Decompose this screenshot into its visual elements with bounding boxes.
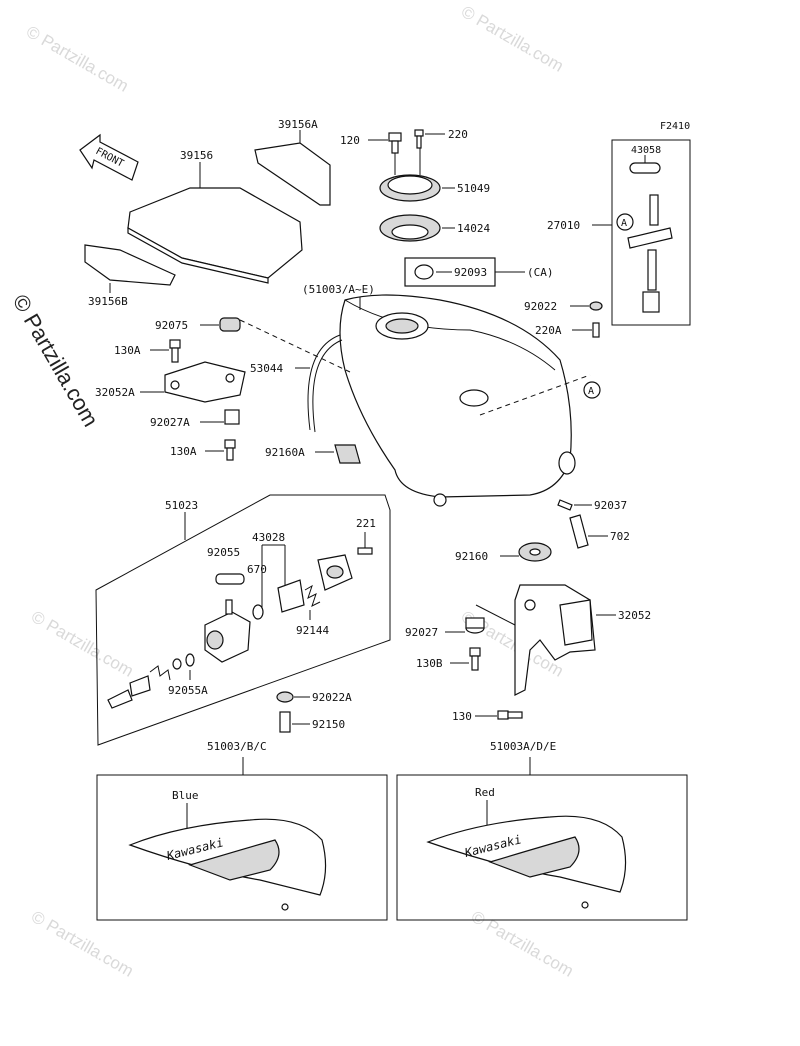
seat-pad-39156B: 39156B (84, 244, 176, 308)
label-92160A: 92160A (265, 446, 305, 459)
decal-box-red: 51003A/D/E Red Kawasaki (396, 740, 688, 921)
label-92075: 92075 (155, 319, 188, 332)
clip-92037: 92037 (557, 499, 627, 512)
collar-92027A: 92027A (150, 409, 240, 429)
figure-code: F2410 (660, 121, 690, 132)
label-92144: 92144 (296, 624, 329, 637)
collar-92027: 92027 (405, 604, 516, 639)
watermark: © Partzilla.com (458, 2, 567, 76)
label-220A: 220A (535, 324, 562, 337)
watermark: © Partzilla.com (28, 607, 137, 681)
label-130A-upper: 130A (114, 344, 141, 357)
label-221: 221 (356, 517, 376, 530)
label-51003ADE: 51003A/D/E (490, 740, 556, 753)
bolt-130A-upper: 130A (114, 339, 181, 363)
grommet-92093: 92093 (CA) (404, 257, 554, 287)
label-130: 130 (452, 710, 472, 723)
bracket-32052: 32052 (514, 584, 651, 696)
watermark: © Partzilla.com (28, 907, 137, 981)
seat-pad-39156A: 39156A (254, 118, 331, 206)
label-39156A: 39156A (278, 118, 318, 131)
tube-53044: 53044 (250, 334, 343, 433)
watermark: © Partzilla.com (23, 22, 132, 96)
bracket-32052A: 32052A (95, 361, 246, 403)
label-ca: (CA) (527, 266, 554, 279)
bolt-92150: 92150 (279, 711, 345, 733)
fuel-cock-box-51023: 51023 43028 221 92055 670 92144 92055A (95, 494, 391, 746)
decal-color-blue: Blue (172, 789, 199, 802)
watermark: © Partzilla.com (468, 907, 577, 981)
label-92037: 92037 (594, 499, 627, 512)
label-39156: 39156 (180, 149, 213, 162)
screw-220: 220 (414, 128, 468, 149)
gasket-14024: 14024 (379, 214, 490, 242)
label-51003BC: 51003/B/C (207, 740, 267, 753)
label-120: 120 (340, 134, 360, 147)
label-32052A: 32052A (95, 386, 135, 399)
bolt-120: 120 (340, 132, 402, 154)
ref-a-box: A (621, 218, 627, 229)
screw-220A: 220A (535, 322, 600, 338)
label-220: 220 (448, 128, 468, 141)
label-27010: 27010 (547, 219, 580, 232)
decal-color-red: Red (475, 786, 495, 799)
label-92160: 92160 (455, 550, 488, 563)
seal-92022A: 92022A (276, 691, 352, 704)
label-702: 702 (610, 530, 630, 543)
label-14024: 14024 (457, 222, 490, 235)
label-53044: 53044 (250, 362, 283, 375)
label-92027: 92027 (405, 626, 438, 639)
fuel-tank: (51003/A~E) (302, 283, 576, 507)
ref-a-tank (583, 381, 601, 399)
label-92055A: 92055A (168, 684, 208, 697)
label-670: 670 (247, 563, 267, 576)
decal-box-blue: 51003/B/C Blue Kawasaki (96, 740, 388, 921)
label-51023: 51023 (165, 499, 198, 512)
bolt-130: 130 (452, 710, 523, 723)
seat-pad-39156: 39156 (127, 149, 303, 284)
label-130A-lower: 130A (170, 445, 197, 458)
label-32052: 32052 (618, 609, 651, 622)
damper-92075: 92075 (155, 317, 241, 332)
label-43058: 43058 (631, 145, 661, 156)
grommet-92022: 92022 (524, 300, 603, 313)
bolt-130A-lower: 130A (170, 439, 236, 461)
side-watermark: © Partzilla.com (8, 290, 104, 431)
cap-51049: 51049 (379, 148, 490, 202)
label-51003-all: (51003/A~E) (302, 283, 375, 296)
front-arrow: FRONT (79, 133, 139, 181)
label-39156B: 39156B (88, 295, 128, 308)
label-92022A: 92022A (312, 691, 352, 704)
sender-box-27010: 43058 27010 A (547, 139, 691, 326)
label-92150: 92150 (312, 718, 345, 731)
label-92055: 92055 (207, 546, 240, 559)
label-92022: 92022 (524, 300, 557, 313)
label-92027A: 92027A (150, 416, 190, 429)
bolt-130B: 130B (416, 647, 481, 671)
cushion-92160A: 92160A (265, 444, 361, 464)
cushion-92160: 92160 (455, 542, 552, 563)
label-43028: 43028 (252, 531, 285, 544)
hose-702: 702 (569, 514, 630, 549)
label-130B: 130B (416, 657, 443, 670)
ref-a-tank-label: A (588, 386, 594, 397)
label-92093: 92093 (454, 266, 487, 279)
label-51049: 51049 (457, 182, 490, 195)
